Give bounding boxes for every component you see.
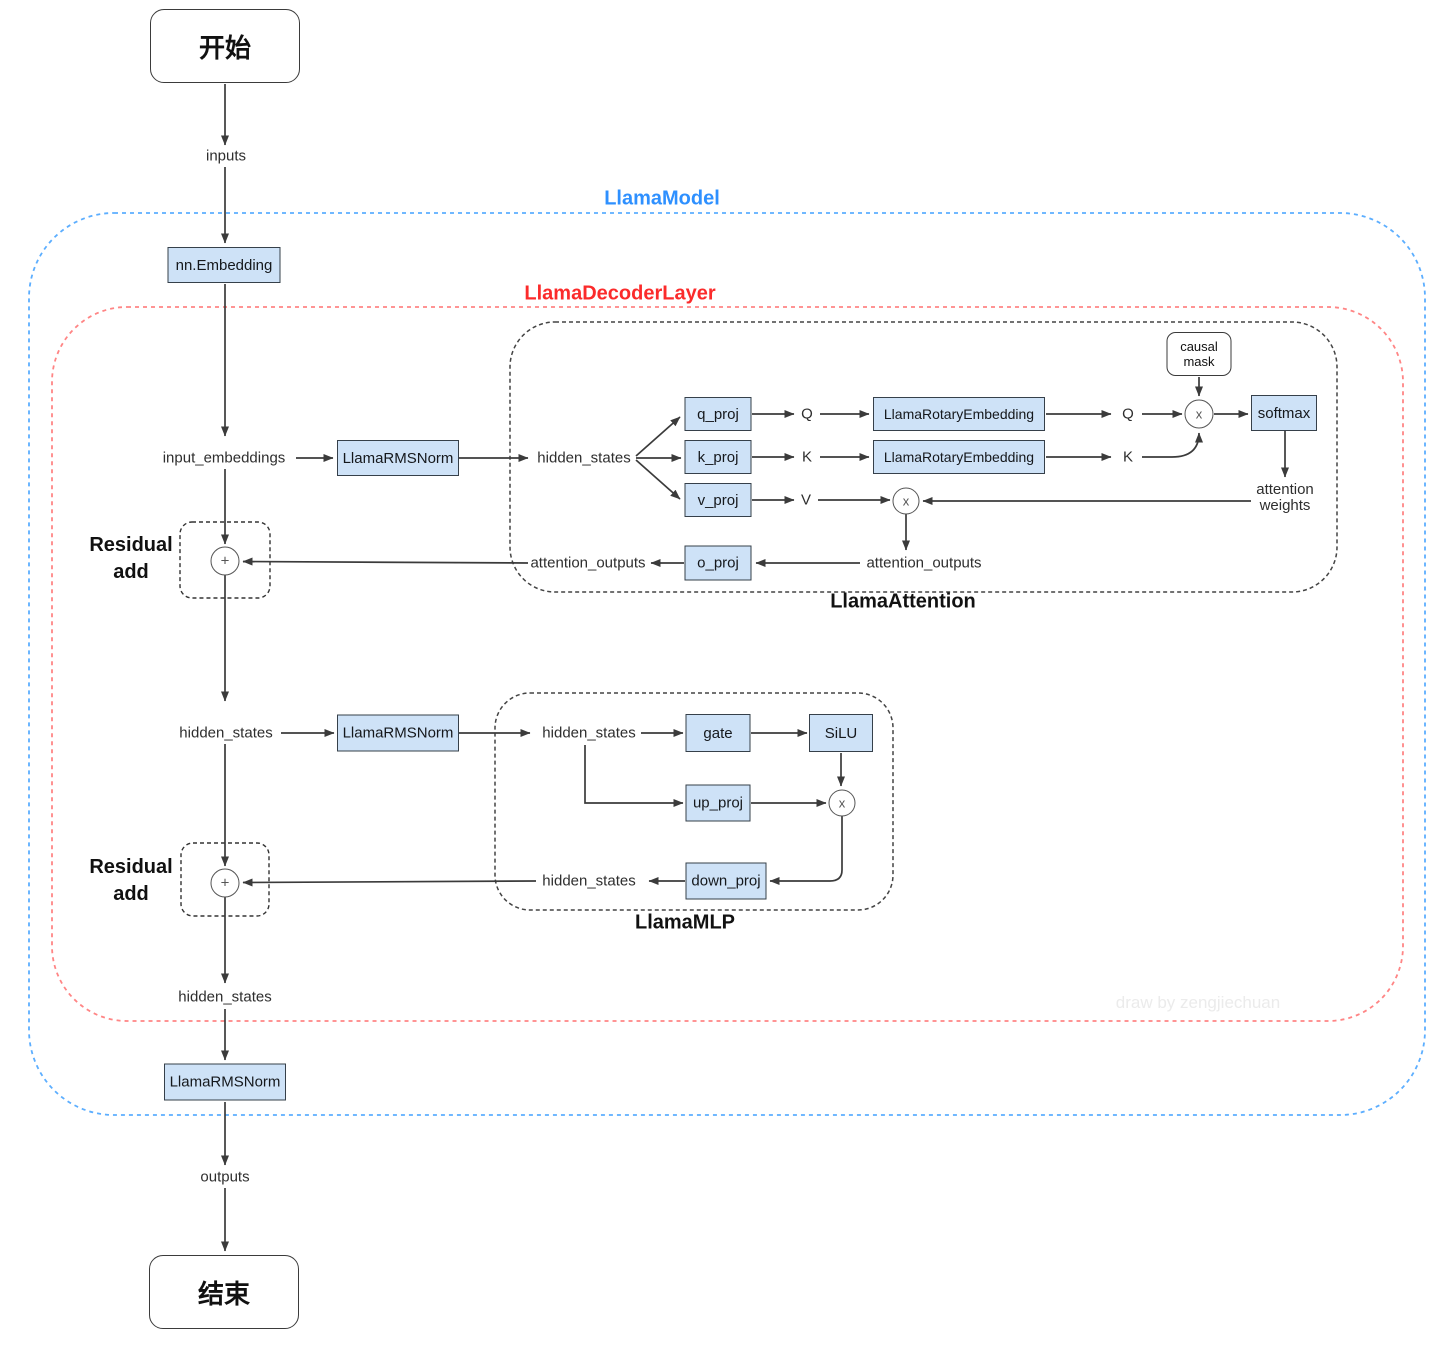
hidden-states-label-2: hidden_states xyxy=(179,724,273,742)
hidden-states-label-attn: hidden_states xyxy=(537,449,631,467)
residual-line1: Residual xyxy=(89,856,173,878)
residual-line2: add xyxy=(113,561,149,583)
multiply-op-v: x xyxy=(892,487,920,515)
attention-outputs-label-right: attention_outputs xyxy=(866,554,982,572)
k-label-1: K xyxy=(801,448,813,466)
rmsnorm-block-2: LlamaRMSNorm xyxy=(337,714,459,752)
watermark-text: draw by zengjiechuan xyxy=(1115,993,1281,1012)
hidden-states-label-mlp-out: hidden_states xyxy=(542,872,636,890)
down-proj-block: down_proj xyxy=(685,862,767,900)
edge-k2-to-mul1 xyxy=(1142,432,1203,458)
llama-mlp-label: LlamaMLP xyxy=(634,911,736,934)
q-proj-block: q_proj xyxy=(684,397,752,431)
residual-add-op-2: + xyxy=(210,868,240,898)
residual-add-label-2: Residual add xyxy=(89,854,172,908)
attention-outputs-label-left: attention_outputs xyxy=(530,554,646,572)
edge-mlp-hidden-branch-to-upproj xyxy=(584,745,684,807)
silu-block: SiLU xyxy=(809,714,873,752)
attention-weights-label: attention weights xyxy=(1256,482,1314,514)
inputs-label: inputs xyxy=(205,147,247,165)
llama-model-label: LlamaModel xyxy=(604,187,720,210)
edge-mul3-to-downproj xyxy=(769,816,843,885)
softmax-block: softmax xyxy=(1251,395,1317,431)
q-label-1: Q xyxy=(801,405,813,423)
input-embeddings-label: input_embeddings xyxy=(162,449,286,467)
v-proj-block: v_proj xyxy=(684,483,752,517)
attention-weights-line1: attention xyxy=(1256,481,1314,498)
llama-mlp-container xyxy=(494,692,894,911)
residual-line2: add xyxy=(113,883,149,905)
edge-attn-outputs-to-add1 xyxy=(242,557,529,566)
hidden-states-label-mlp-in: hidden_states xyxy=(542,724,636,742)
q-label-2: Q xyxy=(1122,405,1134,423)
edge-fork-q xyxy=(635,416,681,457)
llama-attention-label: LlamaAttention xyxy=(830,590,976,613)
causal-mask-node: causal mask xyxy=(1166,332,1232,376)
rmsnorm-block-1: LlamaRMSNorm xyxy=(337,440,459,476)
llama-attention-container xyxy=(509,321,1338,593)
gate-block: gate xyxy=(685,714,751,752)
multiply-op-qk: x xyxy=(1184,399,1214,429)
k-label-2: K xyxy=(1122,448,1134,466)
o-proj-block: o_proj xyxy=(684,545,752,581)
start-node: 开始 xyxy=(150,9,300,83)
rotary-embedding-block-k: LlamaRotaryEmbedding xyxy=(873,440,1045,474)
up-proj-block: up_proj xyxy=(685,784,751,822)
llama-decoder-layer-label: LlamaDecoderLayer xyxy=(524,282,716,305)
residual-add-op-1: + xyxy=(210,546,240,576)
residual-add-label-1: Residual add xyxy=(89,532,172,586)
v-label-1: V xyxy=(800,491,812,509)
edge-group xyxy=(221,84,1289,1252)
multiply-op-mlp: x xyxy=(828,789,856,817)
llama-decoder-layer-container xyxy=(51,306,1404,1022)
end-node: 结束 xyxy=(149,1255,299,1329)
rmsnorm-block-3: LlamaRMSNorm xyxy=(164,1063,286,1101)
attention-weights-line2: weights xyxy=(1259,497,1311,514)
residual-line1: Residual xyxy=(89,534,173,556)
causal-mask-line2: mask xyxy=(1183,354,1215,369)
residual-add-1-box xyxy=(179,521,271,599)
edge-mlp-hidden-out-to-add2 xyxy=(242,878,537,887)
outputs-label: outputs xyxy=(200,1168,250,1186)
causal-mask-line1: causal xyxy=(1180,339,1218,354)
nn-embedding-block: nn.Embedding xyxy=(167,247,281,283)
edge-fork-v xyxy=(635,459,681,500)
hidden-states-label-3: hidden_states xyxy=(178,988,272,1006)
rotary-embedding-block-q: LlamaRotaryEmbedding xyxy=(873,397,1045,431)
k-proj-block: k_proj xyxy=(684,440,752,474)
